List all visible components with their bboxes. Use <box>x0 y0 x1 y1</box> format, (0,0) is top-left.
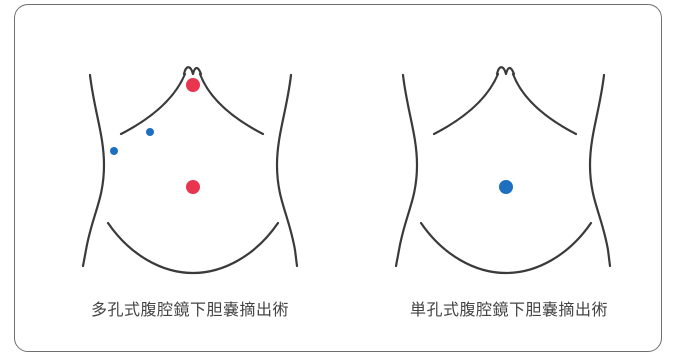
port-flank-small <box>110 147 118 155</box>
xiphoid-notch <box>497 67 514 74</box>
left-side-contour <box>396 75 417 266</box>
right-rib-line <box>200 74 263 134</box>
ports-single-port <box>499 180 513 194</box>
port-subcostal-small <box>146 128 154 136</box>
ports-multi-port <box>110 78 200 194</box>
caption-single-port: 単孔式腹腔鏡下胆嚢摘出術 <box>410 296 608 320</box>
left-rib-line <box>121 74 185 134</box>
right-side-contour <box>277 75 297 266</box>
caption-multi-port: 多孔式腹腔鏡下胆嚢摘出術 <box>91 296 289 320</box>
left-side-contour <box>83 75 104 266</box>
torso-outline-multi-port <box>83 67 297 273</box>
port-umbilical <box>186 180 200 194</box>
left-rib-line <box>434 74 498 134</box>
right-rib-line <box>513 74 576 134</box>
port-umbilical-single <box>499 180 513 194</box>
lower-abdomen-contour <box>421 223 591 273</box>
xiphoid-notch <box>184 67 201 74</box>
right-side-contour <box>590 75 610 266</box>
lower-abdomen-contour <box>108 223 278 273</box>
torso-outline-single-port <box>396 67 610 273</box>
port-epigastric <box>186 78 200 92</box>
